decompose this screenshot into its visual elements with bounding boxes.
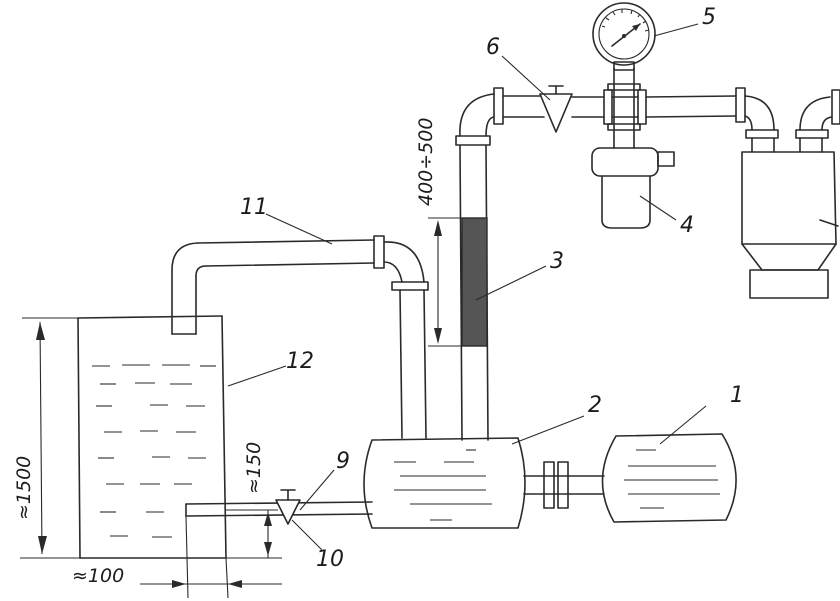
callout-2: 2 <box>588 393 602 418</box>
valve-6 <box>539 85 573 133</box>
dimension-lines <box>20 217 462 599</box>
outlet-height-label: ≈150 <box>243 442 265 494</box>
leader-lines <box>227 23 707 551</box>
tank-height-label: ≈1500 <box>13 456 35 520</box>
callout-11: 11 <box>240 195 268 220</box>
callout-3: 3 <box>550 249 564 274</box>
callout-1: 1 <box>730 383 744 408</box>
callout-10: 10 <box>316 547 344 572</box>
glass-column <box>455 87 504 441</box>
callout-6: 6 <box>486 35 500 60</box>
callout-labels: 1 2 3 4 5 6 9 10 11 12 <box>240 5 744 572</box>
outlet-pipe <box>185 489 373 525</box>
sediment-trap <box>591 137 675 229</box>
callout-5: 5 <box>702 5 716 30</box>
filter-media-section <box>461 217 488 347</box>
water-tank <box>77 315 227 559</box>
water-surface-lines <box>92 364 216 538</box>
dimension-labels: ≈1500 ≈150 ≈100 400÷500 <box>13 118 437 587</box>
callout-4: 4 <box>680 213 694 238</box>
callout-9: 9 <box>336 449 350 474</box>
pressure-gauge <box>592 2 656 71</box>
outlet-offset-label: ≈100 <box>72 565 124 587</box>
valve-10 <box>275 489 301 525</box>
cross-fitting <box>603 67 647 139</box>
return-pipe <box>171 235 429 439</box>
pump <box>363 437 526 529</box>
top-pipeline <box>502 67 840 153</box>
electric-motor <box>601 433 737 523</box>
separator-vessel <box>741 151 839 299</box>
callout-12: 12 <box>286 349 314 374</box>
column-height-label: 400÷500 <box>415 118 437 206</box>
shaft-coupling <box>523 461 605 509</box>
